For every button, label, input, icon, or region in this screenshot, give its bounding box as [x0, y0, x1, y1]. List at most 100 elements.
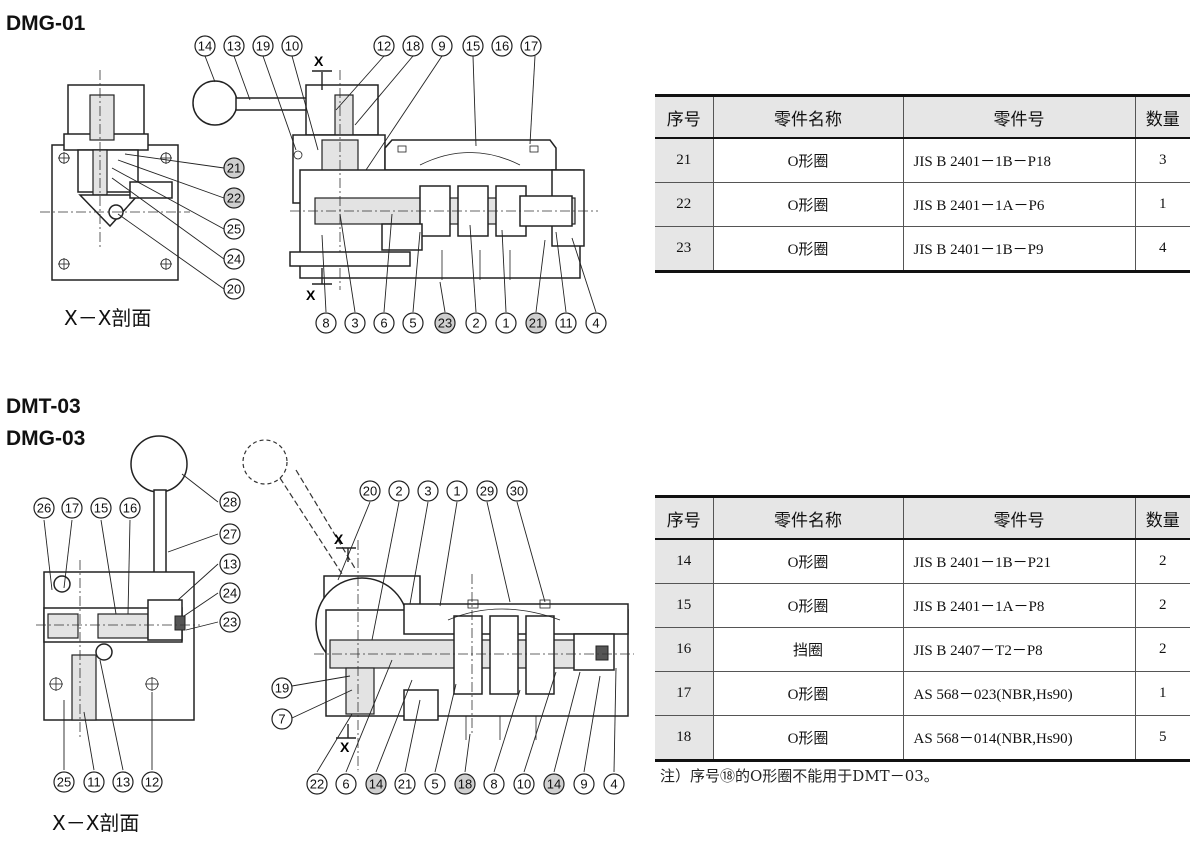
callout-22: 22 [306, 773, 328, 795]
callout-5: 5 [424, 773, 446, 795]
callout-30: 30 [506, 480, 528, 502]
callout-1: 1 [495, 312, 517, 334]
dmg03-bottom-callouts: 22 6 14 21 5 18 8 10 14 9 4 [306, 773, 625, 795]
header-name: 零件名称 [712, 495, 903, 540]
cell-qty: 2 [1134, 583, 1190, 628]
svg-text:6: 6 [380, 316, 387, 331]
svg-text:22: 22 [310, 777, 324, 792]
cell-no: 16 [655, 627, 713, 672]
svg-text:21: 21 [227, 161, 241, 176]
svg-text:24: 24 [227, 252, 241, 267]
callout-21: 21 [525, 312, 547, 334]
cut-mark-x-top-2: X [334, 531, 344, 547]
callout-17: 17 [520, 35, 542, 57]
callout-3: 3 [417, 480, 439, 502]
cell-qty: 2 [1134, 627, 1190, 672]
callout-10: 10 [513, 773, 535, 795]
svg-text:25: 25 [227, 222, 241, 237]
svg-text:5: 5 [431, 777, 438, 792]
cell-name: O形圈 [712, 583, 903, 628]
cell-part: JIS B 2401－1A－P6 [902, 182, 1135, 227]
callout-3: 3 [344, 312, 366, 334]
callout-14: 14 [365, 773, 387, 795]
svg-text:13: 13 [227, 39, 241, 54]
callout-16: 16 [491, 35, 513, 57]
svg-text:17: 17 [65, 501, 79, 516]
header-no: 序号 [655, 495, 713, 540]
callout-13: 13 [112, 771, 134, 793]
table-note: 注）序号⑱的O形圈不能用于DMT－03。 [660, 767, 939, 785]
callout-27: 27 [219, 523, 241, 545]
svg-text:10: 10 [517, 777, 531, 792]
table-header-row: 序号 零件名称 零件号 数量 [655, 94, 1190, 139]
callout-6: 6 [373, 312, 395, 334]
svg-text:30: 30 [510, 484, 524, 499]
callout-2: 2 [388, 480, 410, 502]
svg-text:6: 6 [342, 777, 349, 792]
svg-text:18: 18 [406, 39, 420, 54]
callout-21: 21 [223, 157, 245, 179]
svg-text:7: 7 [278, 712, 285, 727]
cell-qty: 5 [1134, 715, 1190, 762]
cell-no: 18 [655, 715, 713, 762]
callout-24: 24 [223, 248, 245, 270]
cell-no: 17 [655, 671, 713, 716]
cell-no: 23 [655, 226, 713, 273]
svg-text:24: 24 [223, 586, 237, 601]
cut-mark-x-bottom-1: X [306, 287, 316, 303]
callout-8: 8 [483, 773, 505, 795]
callout-21: 21 [394, 773, 416, 795]
cell-part: AS 568－014(NBR,Hs90) [902, 715, 1135, 762]
svg-text:2: 2 [472, 316, 479, 331]
svg-text:1: 1 [502, 316, 509, 331]
section-label-bottom: X－X剖面 [52, 811, 140, 835]
cut-mark-x-top-1: X [314, 53, 324, 69]
callout-1: 1 [446, 480, 468, 502]
dmg03-section-callouts: 26 17 15 16 28 27 13 24 23 25 11 13 12 [33, 491, 241, 793]
svg-text:23: 23 [223, 615, 237, 630]
callout-26: 26 [33, 497, 55, 519]
table-row: 18 O形圈 AS 568－014(NBR,Hs90) 5 [655, 715, 1190, 762]
dmg01-bottom-callouts: 8 3 6 5 23 2 1 21 11 4 [315, 312, 607, 334]
callout-4: 4 [603, 773, 625, 795]
callout-23: 23 [434, 312, 456, 334]
svg-text:12: 12 [377, 39, 391, 54]
svg-text:14: 14 [198, 39, 212, 54]
svg-text:17: 17 [524, 39, 538, 54]
cell-no: 21 [655, 138, 713, 183]
table-row: 23 O形圈 JIS B 2401－1B－P9 4 [655, 226, 1190, 273]
svg-text:26: 26 [37, 501, 51, 516]
cell-name: O形圈 [712, 226, 903, 273]
cell-qty: 1 [1134, 671, 1190, 716]
callout-28: 28 [219, 491, 241, 513]
table-row: 17 O形圈 AS 568－023(NBR,Hs90) 1 [655, 671, 1190, 716]
svg-text:13: 13 [223, 557, 237, 572]
svg-text:11: 11 [87, 775, 101, 790]
svg-text:15: 15 [94, 501, 108, 516]
cell-no: 15 [655, 583, 713, 628]
callout-7: 7 [271, 708, 293, 730]
svg-text:21: 21 [398, 777, 412, 792]
table-row: 16 挡圈 JIS B 2407－T2－P8 2 [655, 627, 1190, 672]
dmg03-top-callouts: 20 2 3 1 29 30 [359, 480, 528, 502]
svg-text:16: 16 [123, 501, 137, 516]
header-name: 零件名称 [712, 94, 903, 139]
svg-text:29: 29 [480, 484, 494, 499]
cell-part: AS 568－023(NBR,Hs90) [902, 671, 1135, 716]
cell-name: O形圈 [712, 715, 903, 762]
callout-23: 23 [219, 611, 241, 633]
svg-text:10: 10 [285, 39, 299, 54]
table-row: 15 O形圈 JIS B 2401－1A－P8 2 [655, 583, 1190, 628]
model-title-dmg01: DMG-01 [6, 12, 86, 35]
dmg03-main-view: X X [242, 439, 634, 773]
svg-text:27: 27 [223, 527, 237, 542]
cell-qty: 3 [1134, 138, 1190, 183]
callout-14: 14 [194, 35, 216, 57]
svg-text:2: 2 [395, 484, 402, 499]
table-row: 21 O形圈 JIS B 2401－1B－P18 3 [655, 138, 1190, 183]
svg-text:8: 8 [322, 316, 329, 331]
header-no: 序号 [655, 94, 713, 139]
callout-9: 9 [573, 773, 595, 795]
table-header-row: 序号 零件名称 零件号 数量 [655, 495, 1190, 540]
callout-18: 18 [402, 35, 424, 57]
